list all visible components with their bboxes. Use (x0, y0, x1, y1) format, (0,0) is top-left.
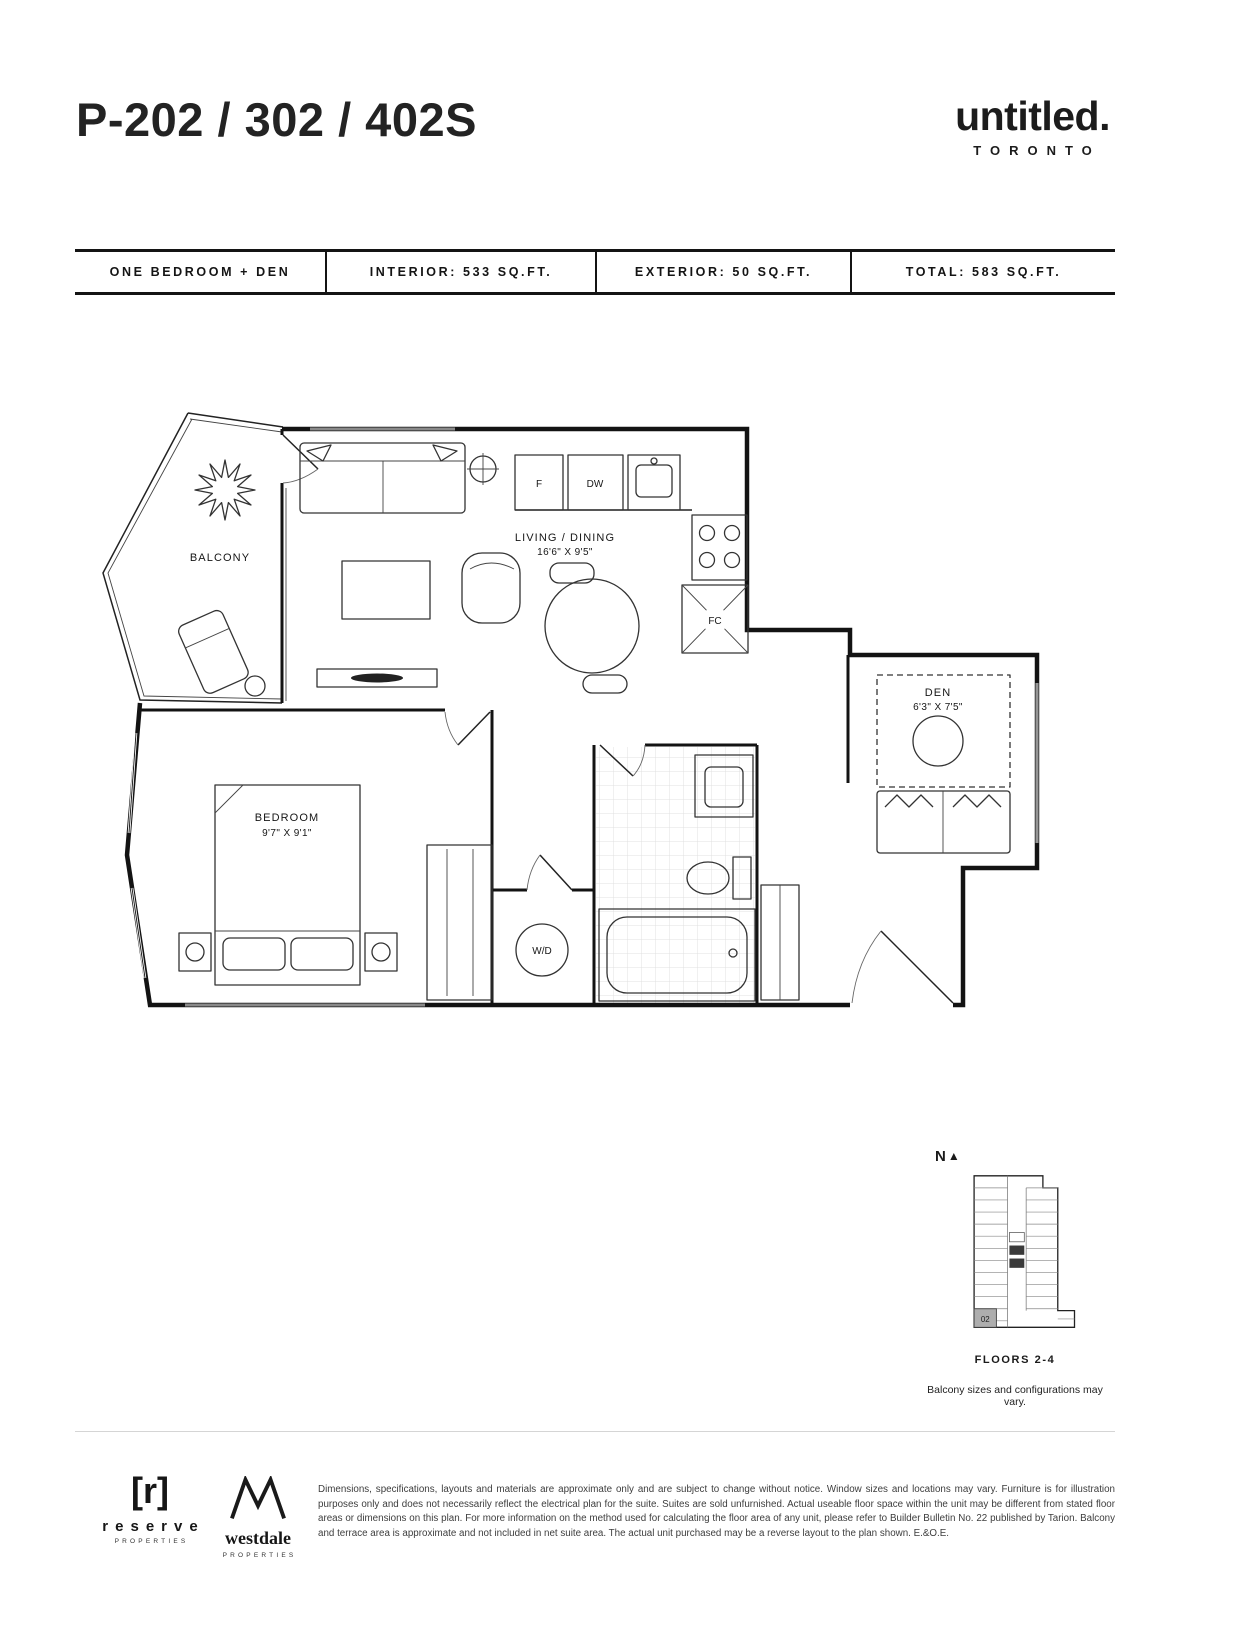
nightstand (178, 932, 212, 972)
spec-bar: ONE BEDROOM + DEN INTERIOR: 533 SQ.FT. E… (75, 249, 1115, 295)
side-table (244, 675, 266, 697)
exterior-walls (124, 426, 1040, 1008)
balcony-note: Balcony sizes and configurations may var… (927, 1384, 1103, 1408)
den-dims: 6'3" X 7'5" (913, 702, 963, 713)
spec-interior-label: INTERIOR: 533 SQ.FT. (369, 265, 553, 279)
plant-icon (194, 459, 256, 521)
balcony-furniture (178, 459, 266, 697)
dishwasher-label: DW (587, 479, 604, 490)
brand-city: TORONTO (973, 143, 1101, 158)
armchair (461, 552, 521, 624)
brand-logo: untitled. TORONTO (955, 93, 1110, 159)
door-swings (444, 711, 954, 1004)
floors-label: FLOORS 2-4 (974, 1354, 1056, 1366)
keyplan-highlighted-unit (973, 1308, 997, 1328)
spec-cell-total: TOTAL: 583 SQ.FT. (850, 252, 1115, 292)
toilet (686, 856, 752, 900)
spec-cell-exterior: EXTERIOR: 50 SQ.FT. (595, 252, 850, 292)
balcony-outline (102, 412, 284, 704)
nightstand (364, 932, 398, 972)
footer-divider (75, 1431, 1115, 1432)
laundry-closet (515, 923, 569, 977)
ceiling-fixture-icon (467, 453, 499, 485)
dining-set (544, 562, 640, 694)
reserve-logo: [r] (131, 1470, 169, 1511)
sofa (299, 442, 466, 514)
disclaimer-text: Dimensions, specifications, layouts and … (318, 1484, 1115, 1540)
spec-total-label: TOTAL: 583 SQ.FT. (905, 265, 1062, 279)
bed (214, 784, 361, 986)
dining-chair (582, 674, 628, 694)
fan-coil-closet (681, 584, 749, 654)
dishwasher (567, 454, 624, 511)
den-dashed-area (876, 674, 1011, 788)
reserve-wordmark: reserve (102, 1518, 205, 1535)
foyer-closet (760, 884, 800, 1001)
spec-cell-interior: INTERIOR: 533 SQ.FT. (325, 252, 595, 292)
dining-table (544, 578, 640, 674)
living-dining-label: LIVING / DINING (515, 532, 615, 544)
north-letter: N (935, 1148, 948, 1165)
window-glyphs (127, 427, 1039, 1007)
tv-console (316, 668, 438, 688)
coffee-table (341, 560, 431, 620)
kitchen (514, 454, 749, 654)
westdale-properties-label: PROPERTIES (222, 1552, 297, 1559)
lounge-chair (178, 609, 249, 694)
keyplan-diagram: 02 (973, 1175, 1076, 1328)
washer-dryer (515, 923, 569, 977)
bathroom-floor (596, 747, 755, 1003)
den-label: DEN (925, 687, 952, 699)
bedroom-closet (426, 844, 493, 1001)
bedroom-furniture (178, 784, 493, 1001)
page-title: P-202 / 302 / 402S (76, 93, 477, 146)
keyplan-unit-label: 02 (981, 1315, 990, 1324)
bedroom-dims: 9'7" X 9'1" (262, 828, 312, 839)
living-dining-dims: 16'6" X 9'5" (537, 547, 593, 558)
cooktop (691, 514, 748, 581)
bathroom-fixtures (598, 754, 756, 1002)
balcony-label: BALCONY (190, 552, 250, 564)
bathtub (598, 908, 756, 1002)
keyplan-block: N▲ 02 FLOORS 2-4 Balcony sizes and confi… (915, 1148, 1115, 1408)
north-triangle-icon: ▲ (947, 1149, 962, 1163)
westdale-wordmark: westdale (225, 1528, 291, 1548)
den-daybed (876, 790, 1011, 854)
fan-coil-label: FC (708, 616, 721, 627)
vanity-sink (694, 754, 754, 818)
spec-type-label: ONE BEDROOM + DEN (109, 265, 291, 279)
westdale-logo-block: westdale PROPERTIES (212, 1476, 304, 1559)
fridge-label: F (536, 479, 542, 490)
kitchen-sink (627, 454, 681, 511)
brand-wordmark: untitled. (955, 93, 1110, 139)
dining-chair (549, 562, 595, 584)
north-indicator: N▲ (915, 1148, 1115, 1165)
washer-dryer-label: W/D (532, 946, 551, 957)
fridge (514, 454, 564, 511)
den (876, 674, 1011, 854)
reserve-logo-block: [r] reserve PROPERTIES (95, 1470, 205, 1546)
westdale-logo (230, 1476, 286, 1519)
floorplan-drawing: BALCONY LIVING / DINING 16'6" X 9'5" DEN… (102, 412, 1040, 1008)
den-table (912, 715, 964, 767)
interior-walls (139, 655, 850, 1005)
bedroom-label: BEDROOM (255, 812, 320, 824)
reserve-properties-label: PROPERTIES (114, 1538, 189, 1545)
living-room-furniture (299, 442, 521, 688)
spec-exterior-label: EXTERIOR: 50 SQ.FT. (634, 265, 813, 279)
spec-cell-type: ONE BEDROOM + DEN (75, 252, 325, 292)
